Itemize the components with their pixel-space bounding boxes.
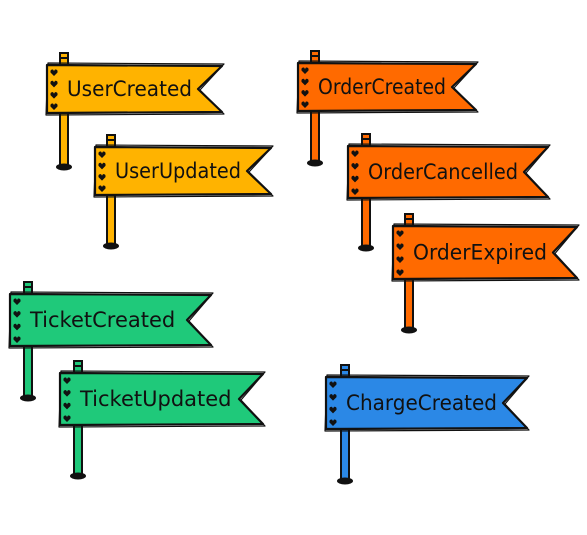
ticket-updated-label: TicketUpdated (79, 387, 232, 411)
lacing-icon (329, 381, 337, 426)
user-created-flag: UserCreated (45, 52, 225, 171)
order-expired-pole-base (401, 326, 417, 334)
lacing-icon (63, 377, 71, 422)
charge-created-label: ChargeCreated (346, 391, 497, 415)
order-created-label: OrderCreated (318, 75, 446, 99)
user-updated-label: UserUpdated (115, 159, 241, 183)
user-updated-pole-base (103, 242, 119, 250)
ticket-updated-pole-base (70, 472, 86, 480)
order-created-flag: OrderCreated (296, 50, 479, 167)
ticket-created-pole-base (20, 394, 36, 402)
user-created-banner (45, 63, 224, 115)
user-created-pole-base (56, 163, 72, 171)
lacing-icon (301, 67, 309, 108)
order-created-pole-base (307, 159, 323, 167)
ticket-created-flag: TicketCreated (8, 281, 214, 402)
lacing-icon (351, 150, 359, 195)
ticket-created-banner (8, 292, 213, 348)
ticket-created-label: TicketCreated (29, 308, 175, 332)
order-cancelled-flag: OrderCancelled (346, 133, 551, 252)
ticket-updated-flag: TicketUpdated (58, 360, 266, 480)
user-updated-banner (93, 145, 273, 197)
lacing-icon (98, 151, 106, 192)
order-cancelled-pole-base (358, 244, 374, 252)
lacing-icon (396, 230, 404, 276)
order-cancelled-label: OrderCancelled (368, 160, 518, 184)
ticket-updated-banner (58, 371, 265, 427)
charge-created-flag: ChargeCreated (324, 364, 530, 485)
order-created-banner (296, 61, 478, 113)
charge-created-pole-base (337, 477, 353, 485)
order-expired-banner (391, 224, 579, 281)
user-updated-flag: UserUpdated (93, 134, 274, 250)
charge-created-banner (324, 375, 529, 431)
order-cancelled-banner (346, 144, 550, 200)
lacing-icon (50, 69, 58, 110)
order-expired-flag: OrderExpired (391, 213, 580, 334)
user-created-label: UserCreated (67, 77, 192, 101)
order-expired-label: OrderExpired (413, 241, 547, 265)
lacing-icon (13, 298, 21, 343)
